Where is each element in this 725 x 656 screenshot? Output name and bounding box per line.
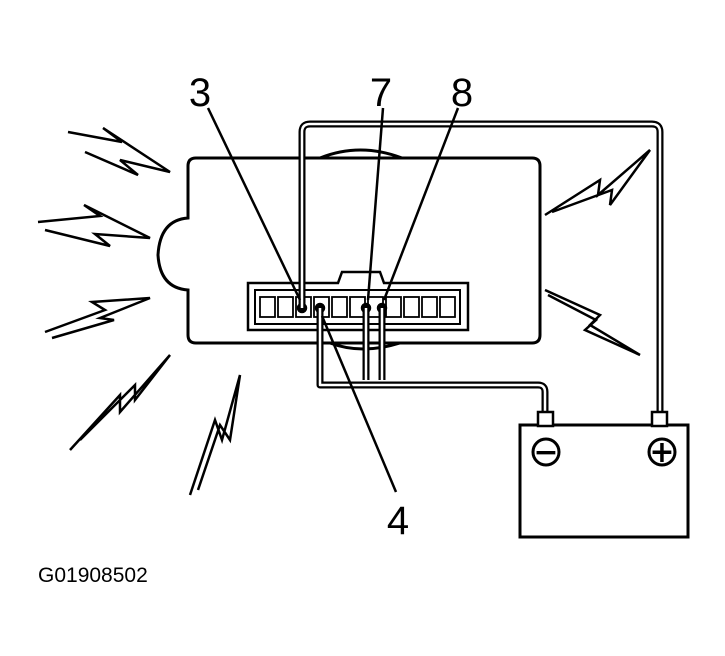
positive-icon xyxy=(647,437,677,467)
lightning-bolt-icon xyxy=(69,354,171,451)
connector-pin-slots xyxy=(259,296,456,318)
pin-label-3: 3 xyxy=(189,71,211,115)
battery xyxy=(518,410,690,539)
leader-lines xyxy=(206,107,460,493)
pin-label-7: 7 xyxy=(370,71,392,115)
lightning-bolt-icon xyxy=(544,288,641,357)
battery-positive-terminal xyxy=(650,410,669,428)
lightning-bolt-icon xyxy=(44,296,151,340)
negative-icon xyxy=(531,437,561,467)
lightning-bolt-icon xyxy=(67,126,171,177)
lightning-bolt-icon xyxy=(37,203,151,248)
battery-positive-symbol: + xyxy=(649,435,674,470)
lightning-bolts xyxy=(37,126,652,496)
figure-code: G01908502 xyxy=(38,564,148,587)
battery-negative-symbol: − xyxy=(533,435,558,470)
lightning-bolt-icon xyxy=(188,374,242,496)
battery-negative-terminal xyxy=(536,410,555,428)
lightning-bolt-icon xyxy=(544,149,652,217)
pin-label-8: 8 xyxy=(451,71,473,115)
pin-label-4: 4 xyxy=(387,499,409,543)
wires xyxy=(298,120,664,414)
